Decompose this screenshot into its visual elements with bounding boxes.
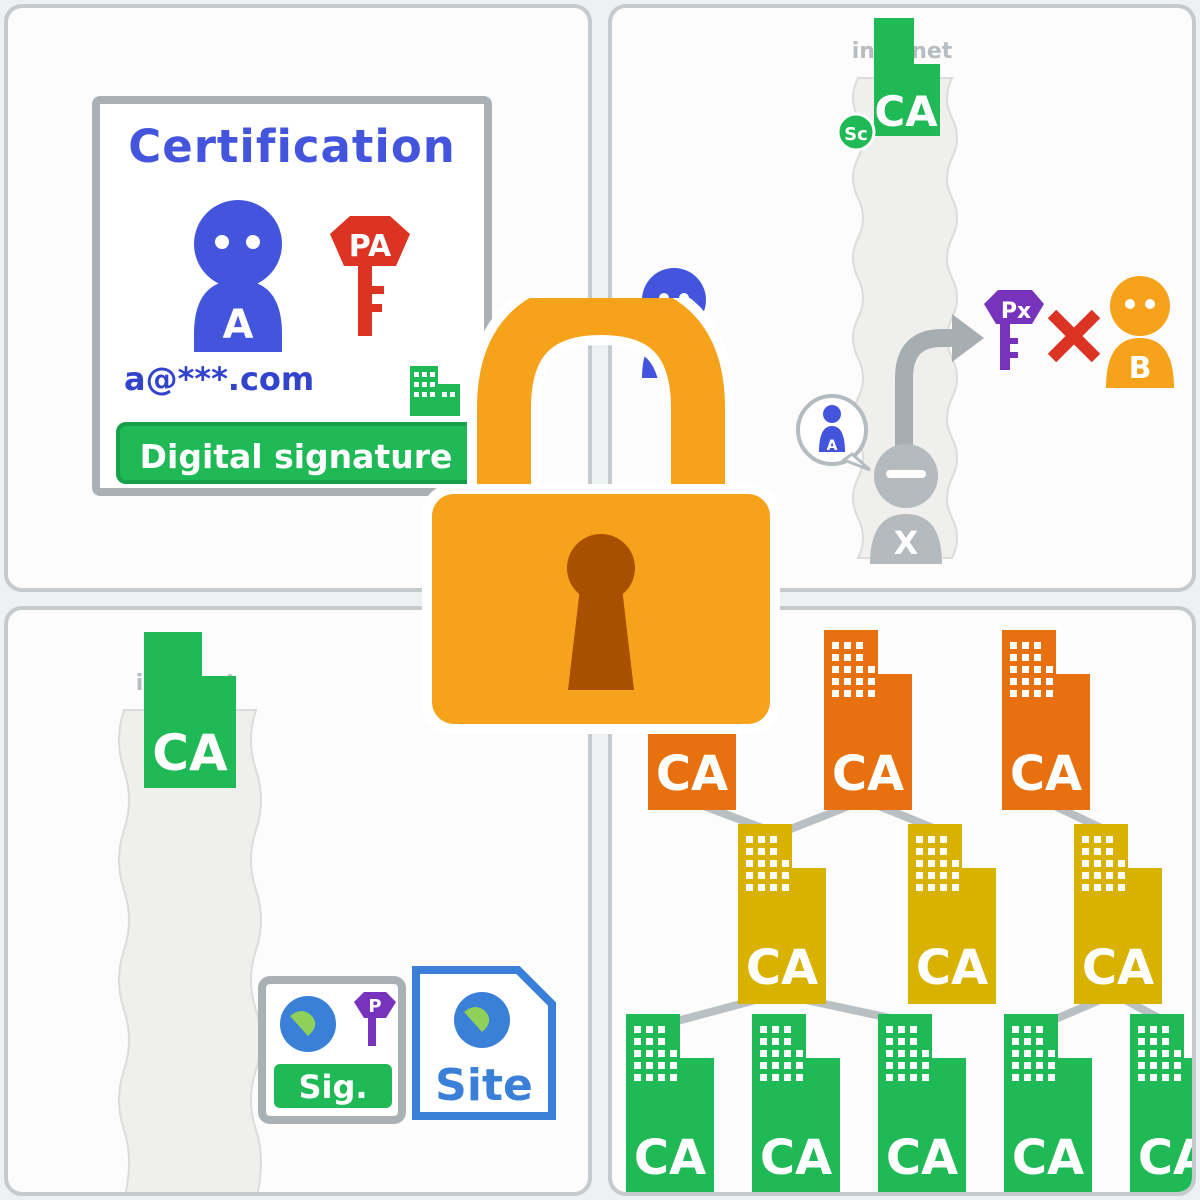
ca-node-label: CA: [1138, 1130, 1196, 1186]
svg-text:Px: Px: [1001, 299, 1031, 324]
certificate-graphics: A PA: [194, 200, 460, 416]
certification-panel: Certification A PA: [4, 4, 592, 592]
sig-label: Sig.: [298, 1068, 367, 1106]
ca-leaf-node-5: CA: [1130, 1014, 1196, 1192]
certificate-email: a@***.com: [124, 360, 315, 398]
person-a-letter: A: [223, 302, 254, 348]
key-pa-label: PA: [349, 229, 392, 264]
ca-node-label: CA: [1012, 1130, 1084, 1186]
ca-node-label: CA: [634, 1130, 706, 1186]
internet-column: [118, 709, 262, 1192]
keyhole-icon: [567, 534, 635, 602]
building-icon: [410, 366, 460, 416]
ca-node-label: CA: [832, 746, 904, 802]
site-label: Site: [435, 1060, 533, 1111]
certificate-card: Certification A PA: [92, 96, 492, 496]
ca-node-label: CA: [746, 940, 818, 996]
ca-label: CA: [152, 724, 228, 782]
svg-text:Sc: Sc: [844, 124, 868, 145]
ca-intermediate-node-2: CA: [908, 824, 996, 1004]
signed-site-panel: internet CA P Sig. Site: [4, 606, 592, 1196]
arrow-icon: [895, 329, 957, 458]
ca-building-icon: CA: [874, 18, 940, 136]
ca-root-node-3: CA: [1002, 630, 1090, 810]
ca-leaf-node-4: CA: [1004, 1014, 1092, 1192]
padlock-icon: [422, 298, 780, 734]
ca-root-node-2: CA: [824, 630, 912, 810]
signature-card-icon: P Sig.: [258, 976, 406, 1124]
svg-text:A: A: [827, 438, 838, 454]
ca-label: CA: [874, 87, 938, 136]
ca-node-label: CA: [760, 1130, 832, 1186]
svg-text:P: P: [368, 996, 381, 1017]
ca-node-label: CA: [886, 1130, 958, 1186]
ca-node-label: CA: [1082, 940, 1154, 996]
person-b-letter: B: [1129, 351, 1152, 386]
ca-key-icon: Sc: [836, 112, 876, 152]
ca-leaf-node-1: CA: [626, 1014, 714, 1192]
signed-site-graphics: internet CA P Sig. Site: [118, 632, 556, 1192]
ca-building-icon: CA: [144, 632, 236, 788]
ca-intermediate-node-1: CA: [738, 824, 826, 1004]
ca-node-label: CA: [656, 746, 728, 802]
certificate-title: Certification: [128, 120, 456, 173]
fake-key-px-icon: Px: [984, 290, 1044, 370]
attacker-x-icon: X: [870, 444, 942, 564]
person-a-icon: A: [194, 200, 282, 352]
ca-node-label: CA: [1010, 746, 1082, 802]
key-pa-icon: PA: [330, 216, 410, 336]
site-document-icon: Site: [412, 966, 556, 1120]
ca-leaf-node-3: CA: [878, 1014, 966, 1192]
speech-bubble-icon: A: [796, 394, 871, 472]
digital-signature-badge: Digital signature: [116, 422, 476, 484]
ca-intermediate-node-3: CA: [1074, 824, 1162, 1004]
ca-leaf-node-2: CA: [752, 1014, 840, 1192]
internet-column: [852, 77, 958, 559]
attacker-letter: X: [894, 524, 919, 562]
ca-node-label: CA: [916, 940, 988, 996]
person-b-icon: B: [1106, 276, 1174, 388]
cross-icon: [1047, 309, 1101, 363]
